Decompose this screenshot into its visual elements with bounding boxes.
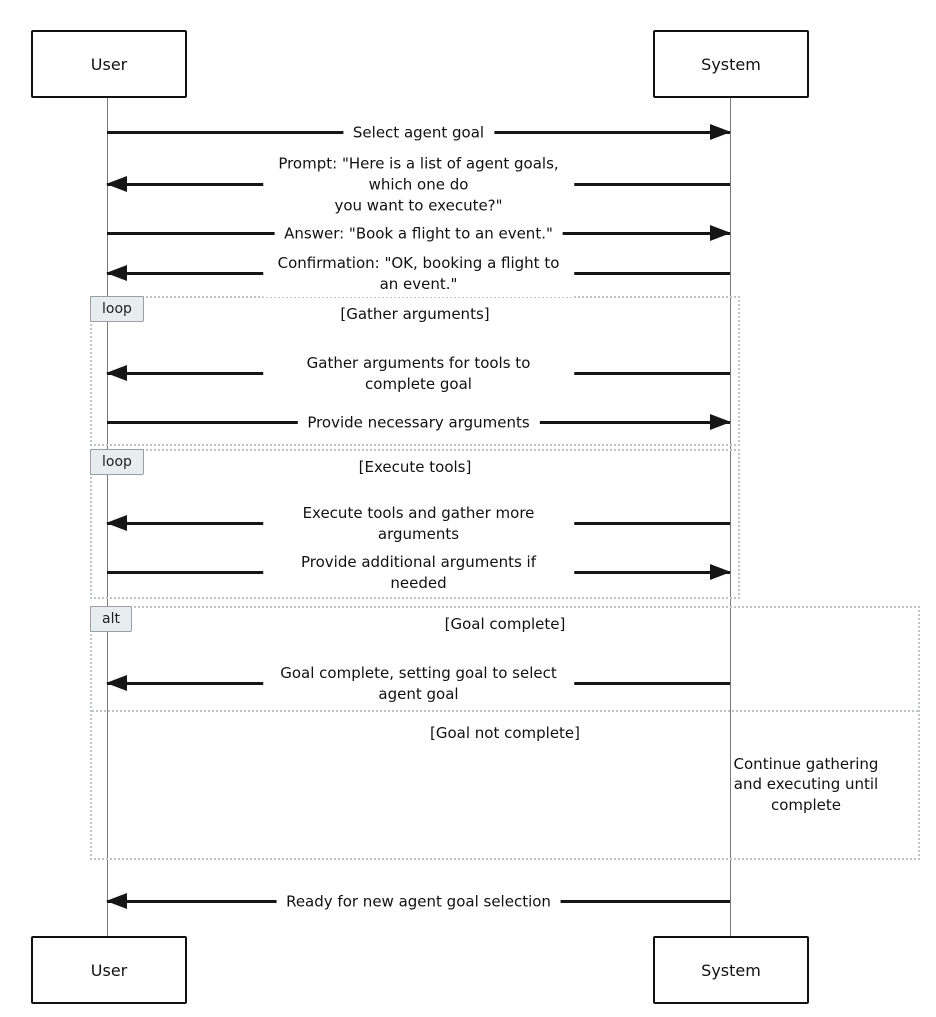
system-lifeline <box>730 98 731 936</box>
actor-user-top: User <box>31 30 187 98</box>
arrowhead-left-icon <box>106 892 127 909</box>
alt-frame-goal-complete: alt [Goal complete] [Goal not complete] <box>90 606 920 860</box>
message-label: Select agent goal <box>342 120 495 145</box>
arrowhead-right-icon <box>710 413 731 430</box>
actor-user-bottom: User <box>31 936 187 1004</box>
arrowhead-right-icon <box>710 224 731 241</box>
message-provide-additional-arguments: Provide additional arguments if needed <box>107 549 731 596</box>
alt-else-title: [Goal not complete] <box>429 724 581 742</box>
message-prompt-goal-list: Prompt: "Here is a list of agent goals, … <box>106 151 730 218</box>
arrowhead-left-icon <box>106 364 127 381</box>
actor-system-top: System <box>653 30 809 98</box>
alt-frame-title: [Goal complete] <box>444 615 566 633</box>
alt-frame-label: alt <box>90 606 132 632</box>
arrowhead-left-icon <box>106 175 127 192</box>
actor-system-bottom-label: System <box>701 960 761 980</box>
arrowhead-right-icon <box>710 123 731 140</box>
message-label: Ready for new agent goal selection <box>276 889 561 914</box>
arrowhead-left-icon <box>106 674 127 691</box>
arrowhead-left-icon <box>106 514 127 531</box>
actor-system-top-label: System <box>701 54 761 74</box>
loop-frame-gather-title: [Gather arguments] <box>340 305 490 323</box>
actor-user-bottom-label: User <box>90 960 128 980</box>
actor-user-top-label: User <box>90 54 128 74</box>
loop-frame-execute-title: [Execute tools] <box>358 458 472 476</box>
message-confirmation-booking: Confirmation: "OK, booking a flight to a… <box>106 250 730 297</box>
message-label: Prompt: "Here is a list of agent goals, … <box>262 151 575 218</box>
message-label: Execute tools and gather more arguments <box>262 500 575 547</box>
message-select-agent-goal: Select agent goal <box>107 120 731 145</box>
arrowhead-right-icon <box>710 563 731 580</box>
message-answer-book-flight: Answer: "Book a flight to an event." <box>107 221 731 246</box>
message-label: Goal complete, setting goal to select ag… <box>262 660 575 707</box>
message-label: Answer: "Book a flight to an event." <box>274 221 563 246</box>
message-gather-arguments: Gather arguments for tools to complete g… <box>106 350 730 397</box>
actor-system-bottom: System <box>653 936 809 1004</box>
arrowhead-left-icon <box>106 264 127 281</box>
message-label: Provide additional arguments if needed <box>262 549 575 596</box>
message-ready-new-goal: Ready for new agent goal selection <box>106 889 730 914</box>
message-label: Gather arguments for tools to complete g… <box>262 350 575 397</box>
loop-frame-gather-arguments: loop [Gather arguments] <box>90 296 740 446</box>
note-continue-until-complete: Continue gathering and executing until c… <box>733 755 879 814</box>
message-label: Provide necessary arguments <box>297 410 540 435</box>
loop-frame-gather-label: loop <box>90 296 144 322</box>
alt-divider <box>92 710 918 712</box>
message-goal-complete: Goal complete, setting goal to select ag… <box>106 660 730 707</box>
loop-frame-execute-label: loop <box>90 449 144 475</box>
message-provide-arguments: Provide necessary arguments <box>107 410 731 435</box>
message-execute-tools: Execute tools and gather more arguments <box>106 500 730 547</box>
message-label: Confirmation: "OK, booking a flight to a… <box>262 250 575 297</box>
loop-frame-execute-tools: loop [Execute tools] <box>90 449 740 599</box>
